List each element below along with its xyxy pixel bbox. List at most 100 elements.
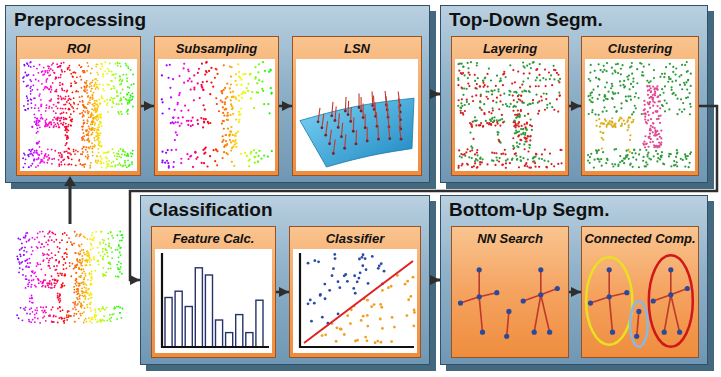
cloud-point xyxy=(101,97,103,99)
cloud-point xyxy=(518,113,520,115)
cloud-point xyxy=(643,140,645,142)
cloud-point xyxy=(520,94,522,96)
cloud-point xyxy=(90,115,92,117)
cloud-point xyxy=(263,154,265,156)
cloud-point xyxy=(33,65,35,67)
cloud-point xyxy=(668,78,670,80)
cloud-point xyxy=(47,72,49,74)
cloud-point xyxy=(57,116,59,118)
cloud-point xyxy=(540,96,542,98)
cloud-point xyxy=(178,94,180,96)
cloud-point xyxy=(174,139,176,141)
cloud-point xyxy=(56,91,58,93)
cloud-point xyxy=(505,162,507,164)
cloud-point xyxy=(215,68,217,70)
cloud-point xyxy=(70,99,72,101)
cloud-point xyxy=(634,105,636,107)
cloud-point xyxy=(87,113,89,115)
cloud-point xyxy=(168,167,170,169)
cloud-point xyxy=(51,158,53,160)
cloud-point xyxy=(170,122,172,124)
cloud-point xyxy=(644,112,646,114)
cloud-point xyxy=(261,88,263,90)
cloud-point xyxy=(74,80,76,82)
cloud-point xyxy=(59,120,61,122)
cloud-point xyxy=(681,88,683,90)
cloud-point xyxy=(110,165,112,167)
cloud-point xyxy=(609,120,611,122)
cloud-point xyxy=(93,117,95,119)
cloud-point xyxy=(502,121,504,123)
cloud-point xyxy=(505,160,507,162)
cloud-point xyxy=(462,154,464,156)
cloud-point xyxy=(648,63,650,65)
cloud-point xyxy=(104,61,106,63)
cloud-point xyxy=(30,61,32,63)
cloud-point xyxy=(132,106,134,108)
cloud-point xyxy=(615,148,617,150)
cloud-point xyxy=(470,124,472,126)
cloud-point xyxy=(73,111,75,113)
cloud-point xyxy=(38,95,40,97)
cloud-point xyxy=(161,161,163,163)
cloud-point xyxy=(108,84,110,86)
cloud-point xyxy=(559,149,561,151)
cloud-point xyxy=(73,97,75,99)
cloud-point xyxy=(526,140,528,142)
cloud-point xyxy=(81,96,83,98)
cloud-point xyxy=(46,118,48,120)
cloud-point xyxy=(535,94,537,96)
cloud-point xyxy=(73,149,75,151)
cloud-point xyxy=(31,89,33,91)
cloud-point xyxy=(57,102,59,104)
cloud-point xyxy=(91,112,93,114)
cloud-point xyxy=(51,163,53,165)
cloud-point xyxy=(188,70,190,72)
cloud-point xyxy=(43,157,45,159)
cloud-point xyxy=(472,100,474,102)
cloud-point xyxy=(69,69,71,71)
cloud-point xyxy=(92,128,94,130)
cloud-point xyxy=(26,75,28,77)
cloud-point xyxy=(688,166,690,168)
step-box: Subsampling xyxy=(154,36,279,176)
cloud-point xyxy=(97,129,99,131)
cloud-point xyxy=(520,133,522,135)
cloud-point xyxy=(204,152,206,154)
cloud-point xyxy=(460,164,462,166)
cloud-point xyxy=(116,103,118,105)
cloud-point xyxy=(620,102,622,104)
cloud-point xyxy=(481,161,483,163)
cloud-point xyxy=(229,139,231,141)
cloud-point xyxy=(202,88,204,90)
cloud-point xyxy=(604,95,606,97)
cloud-point xyxy=(67,129,69,131)
cloud-point xyxy=(98,140,100,142)
cloud-point xyxy=(491,152,493,154)
cloud-point xyxy=(522,61,524,63)
cloud-point xyxy=(653,77,655,79)
cloud-point xyxy=(649,133,651,135)
cloud-point xyxy=(54,72,56,74)
cloud-point xyxy=(495,101,497,103)
step-title: Feature Calc. xyxy=(152,227,275,247)
cloud-point xyxy=(101,125,103,127)
cloud-point xyxy=(86,92,88,94)
cloud-point xyxy=(475,124,477,126)
cloud-point xyxy=(101,158,103,160)
cloud-point xyxy=(39,120,41,122)
cloud-point xyxy=(91,142,93,144)
cloud-point xyxy=(46,104,48,106)
cloud-point xyxy=(513,121,515,123)
cloud-point xyxy=(169,87,171,89)
cloud-point xyxy=(527,77,529,79)
cloud-point xyxy=(589,156,591,158)
cloud-point xyxy=(532,161,534,163)
cloud-point xyxy=(107,151,109,153)
cloud-point xyxy=(190,80,192,82)
cloud-point xyxy=(253,107,255,109)
cloud-point xyxy=(41,104,43,106)
cloud-point xyxy=(94,144,96,146)
cloud-point xyxy=(55,90,57,92)
cloud-point xyxy=(28,149,30,151)
